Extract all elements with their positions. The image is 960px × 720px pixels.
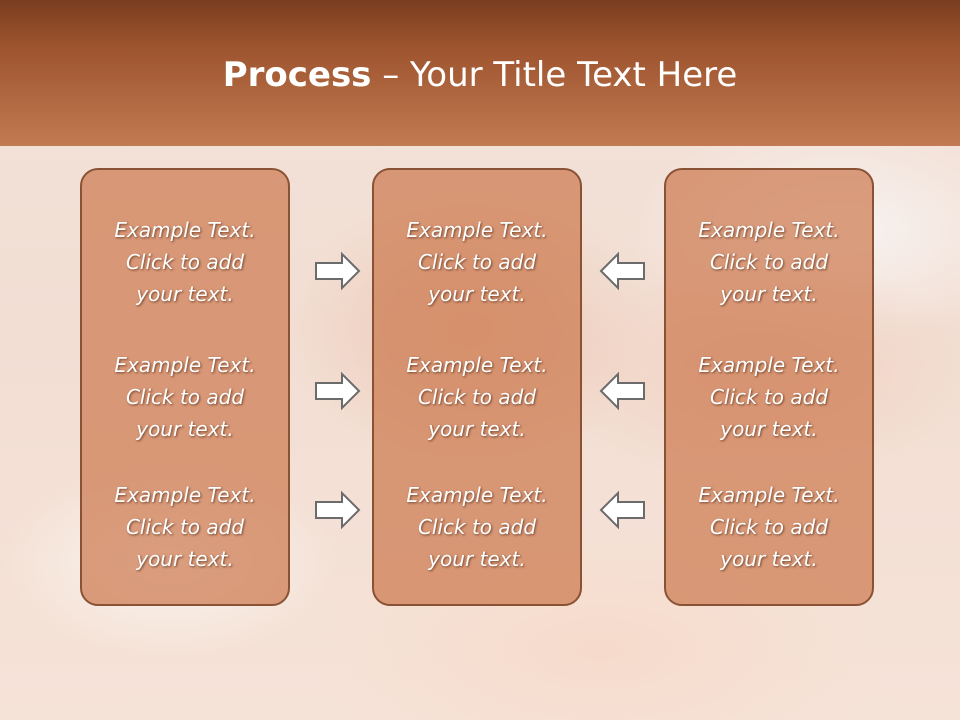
title-bar bbox=[0, 0, 960, 146]
process-box-left[interactable]: Example Text. Click to add your text. Ex… bbox=[80, 168, 290, 606]
arrow-right-icon bbox=[314, 490, 362, 530]
text-placeholder[interactable]: Example Text. Click to add your text. bbox=[406, 218, 548, 306]
title-bold-part: Process bbox=[222, 55, 372, 95]
text-placeholder[interactable]: Example Text. Click to add your text. bbox=[114, 483, 256, 571]
text-placeholder[interactable]: Example Text. Click to add your text. bbox=[698, 483, 840, 571]
text-placeholder[interactable]: Example Text. Click to add your text. bbox=[698, 218, 840, 306]
arrow-right-icon bbox=[314, 251, 362, 291]
text-placeholder[interactable]: Example Text. Click to add your text. bbox=[698, 353, 840, 441]
process-box-center[interactable]: Example Text. Click to add your text. Ex… bbox=[372, 168, 582, 606]
text-placeholder[interactable]: Example Text. Click to add your text. bbox=[406, 353, 548, 441]
text-placeholder[interactable]: Example Text. Click to add your text. bbox=[406, 483, 548, 571]
text-placeholder[interactable]: Example Text. Click to add your text. bbox=[114, 218, 256, 306]
arrow-left-icon bbox=[598, 251, 646, 291]
arrow-right-icon bbox=[314, 371, 362, 411]
title-rest-part: – Your Title Text Here bbox=[371, 55, 738, 95]
arrow-left-icon bbox=[598, 490, 646, 530]
text-placeholder[interactable]: Example Text. Click to add your text. bbox=[114, 353, 256, 441]
arrow-left-icon bbox=[598, 371, 646, 411]
process-box-right[interactable]: Example Text. Click to add your text. Ex… bbox=[664, 168, 874, 606]
slide-title[interactable]: Process – Your Title Text Here bbox=[0, 52, 960, 98]
